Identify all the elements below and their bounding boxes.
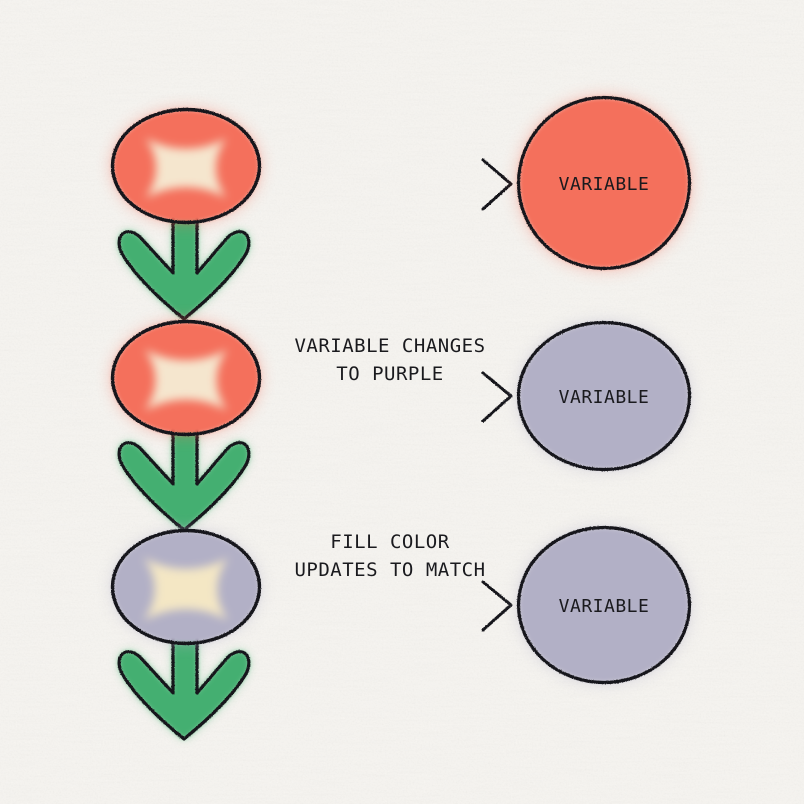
arrow-2: VARIABLE CHANGES TO PURPLE bbox=[284, 335, 513, 423]
variable-circle-purple-2-label: VARIABLE bbox=[559, 596, 650, 617]
arrow-3-label-line-1: FILL COLOR bbox=[330, 531, 449, 553]
arrow-2-label-line-1: VARIABLE CHANGES bbox=[294, 335, 485, 357]
arrow-2-label-line-2: TO PURPLE bbox=[336, 363, 443, 385]
flower-head-outline bbox=[110, 107, 262, 225]
arrow-3: FILL COLOR UPDATES TO MATCH bbox=[284, 531, 513, 632]
variable-circle-red-label: VARIABLE bbox=[559, 174, 650, 195]
flower-stem-leaves bbox=[117, 637, 251, 741]
flower-red-2[interactable] bbox=[110, 319, 262, 532]
flower-purple[interactable] bbox=[110, 528, 262, 741]
arrow-1 bbox=[284, 158, 513, 211]
variable-circle-purple-2[interactable]: VARIABLE bbox=[516, 525, 692, 685]
variable-circle-purple-1-label: VARIABLE bbox=[559, 387, 650, 408]
row-3: FILL COLOR UPDATES TO MATCH VARIABLE bbox=[110, 525, 692, 741]
arrow-3-label-line-2: UPDATES TO MATCH bbox=[294, 559, 485, 581]
variable-circle-purple-1[interactable]: VARIABLE bbox=[516, 320, 692, 472]
variable-circle-red[interactable]: VARIABLE bbox=[516, 95, 692, 271]
flower-red[interactable] bbox=[110, 107, 262, 321]
flower-stem-leaves bbox=[117, 217, 251, 321]
row-1: VARIABLE bbox=[110, 95, 692, 321]
row-2: VARIABLE CHANGES TO PURPLE VARIABLE bbox=[110, 319, 692, 532]
